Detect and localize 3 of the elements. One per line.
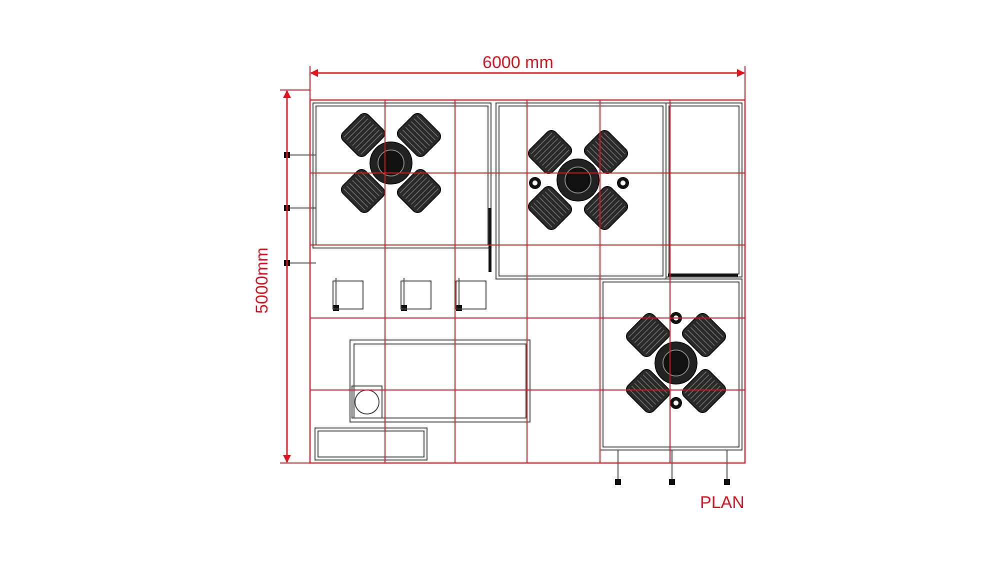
plan-title: PLAN: [700, 494, 744, 510]
dimension-label: 6000 mm: [482, 54, 554, 70]
dimension-label: 5000mm: [254, 246, 271, 314]
